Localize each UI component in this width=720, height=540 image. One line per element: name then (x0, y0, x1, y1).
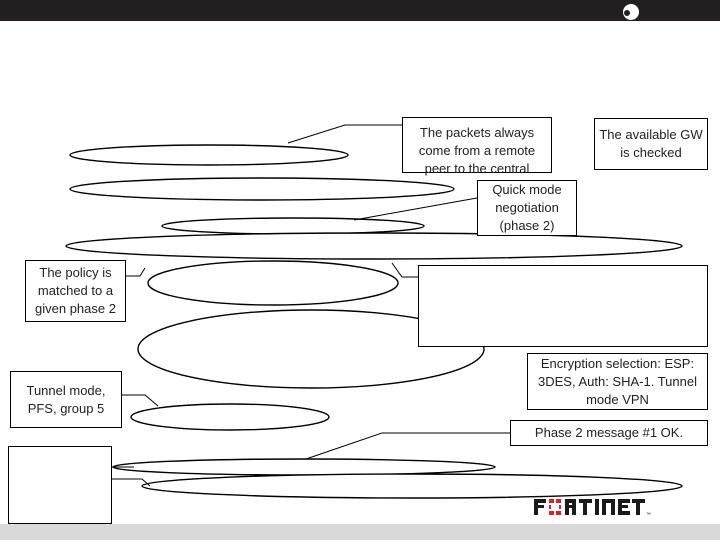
leader-line-tunnel (122, 394, 159, 407)
highlight-ellipse-9 (141, 473, 683, 499)
fortinet-logo-mark: ™ (534, 499, 651, 518)
callout-tunnel-mode-text: Tunnel mode, PFS, group 5 (26, 382, 106, 416)
callout-phase2-msg-text: Phase 2 message #1 OK. (534, 425, 684, 440)
highlight-ellipse-6 (137, 309, 485, 389)
highlight-ellipse-5 (147, 260, 399, 306)
leader-line-packets (287, 124, 402, 144)
callout-policy: The policy is matched to a given phase 2 (25, 260, 126, 322)
callout-policy-text: The policy is matched to a given phase 2 (35, 265, 116, 316)
top-bar (0, 0, 720, 21)
callout-quick-mode: Quick mode negotiation (phase 2) (477, 180, 577, 236)
callout-available-gw: The available GW is checked (594, 118, 708, 170)
leader-line-quick-mode (353, 197, 478, 221)
callout-tunnel-mode: Tunnel mode, PFS, group 5 (10, 371, 122, 428)
highlight-ellipse-4 (65, 232, 683, 260)
fortinet-logo: ™ (532, 494, 682, 520)
highlight-ellipse-2 (69, 177, 455, 201)
highlight-ellipse-8 (112, 458, 496, 476)
leader-line-phase2 (305, 432, 510, 460)
callout-packets: The packets always come from a remote pe… (402, 117, 552, 176)
callout-packets-text: The packets always come from a remote pe… (418, 125, 536, 176)
highlight-ellipse-1 (69, 144, 349, 166)
corner-dot-notch (624, 10, 630, 16)
leader-line-bottom-box-2 (112, 478, 151, 487)
blank-box-bottom-left (8, 446, 112, 524)
logo-trademark: ™ (646, 512, 651, 518)
highlight-ellipse-3 (161, 217, 425, 235)
callout-encryption: Encryption selection: ESP: 3DES, Auth: S… (527, 353, 708, 410)
leader-line-policy (126, 267, 146, 277)
callout-available-gw-text: The available GW is checked (599, 127, 703, 160)
corner-dot-icon (623, 4, 639, 20)
leader-line-panel (391, 262, 418, 278)
callout-encryption-text: Encryption selection: ESP: 3DES, Auth: S… (538, 355, 697, 407)
highlight-ellipse-7 (130, 403, 330, 431)
callout-phase2-msg: Phase 2 message #1 OK. (510, 420, 708, 446)
blank-panel (418, 265, 708, 347)
bottom-bar (0, 524, 720, 540)
callout-quick-mode-text: Quick mode negotiation (phase 2) (492, 182, 562, 233)
